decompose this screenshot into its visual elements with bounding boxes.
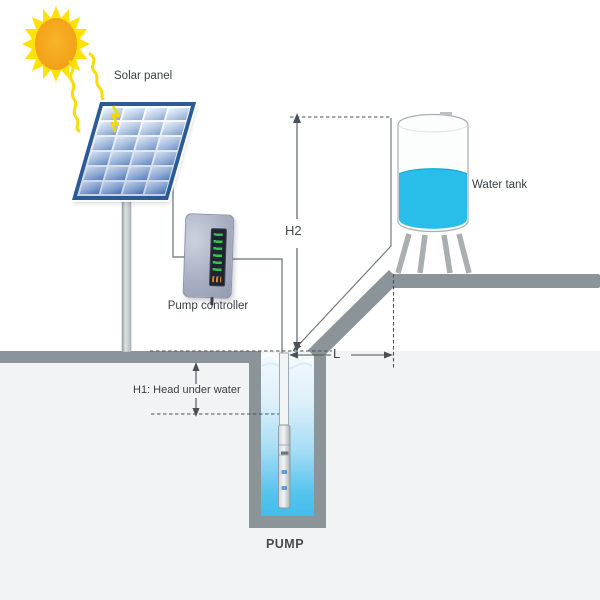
solar-cell <box>161 122 185 136</box>
ground-platform <box>388 274 600 288</box>
tank-inlet <box>440 112 452 115</box>
solar-cell <box>143 107 168 121</box>
solar-cell <box>148 166 173 180</box>
ground-left <box>0 351 261 363</box>
tank-rim <box>398 125 468 133</box>
pump-assembly <box>278 352 291 509</box>
solar-cell <box>100 181 125 195</box>
wire-controller-to-pump <box>232 258 283 353</box>
controller-screen <box>208 228 227 287</box>
solar-cell <box>105 166 129 180</box>
solar-cell <box>79 181 103 195</box>
well-wall-right <box>314 356 326 528</box>
h1-dimension-label: H1: Head under water <box>133 384 241 396</box>
pump-controller <box>182 213 235 306</box>
dimension-arrowheads <box>192 113 393 417</box>
panel-pole <box>121 195 132 353</box>
sun-ray-flick-icon <box>110 105 121 133</box>
tank-water-surface <box>398 168 468 175</box>
solar-cell <box>91 137 116 150</box>
solar-cell <box>109 151 133 165</box>
solar-cell <box>135 137 159 150</box>
solar-cell <box>139 122 164 136</box>
solar-cell <box>152 151 177 165</box>
solar-cell <box>131 151 155 165</box>
solar-cell <box>87 151 112 165</box>
h2-dimension-label: H2 <box>285 223 302 238</box>
tank-water <box>399 168 467 229</box>
solar-cell <box>144 181 168 195</box>
pump-body <box>278 424 291 509</box>
solar-cell <box>122 181 147 195</box>
delivery-pipe <box>292 118 392 352</box>
tank-legs <box>395 233 472 274</box>
solar-cell <box>165 107 190 121</box>
sun-icon <box>22 6 90 82</box>
controller-display-dots <box>212 276 222 283</box>
well-bottom <box>249 516 326 528</box>
water-tank <box>397 112 469 233</box>
solar-cell <box>157 137 181 150</box>
solar-panel-label: Solar panel <box>114 70 173 82</box>
well-wall-left <box>249 351 261 528</box>
l-dimension-label: L <box>333 346 341 361</box>
pump-controller-label: Pump controller <box>167 300 249 312</box>
controller-display-segments <box>212 233 223 274</box>
ground-slope <box>308 270 400 361</box>
solar-cell <box>113 137 138 150</box>
wire-panel-to-controller <box>172 150 186 258</box>
solar-cell <box>126 166 151 180</box>
water-tank-label: Water tank <box>472 179 528 191</box>
dimension-lines <box>150 116 395 415</box>
solar-cell <box>83 166 107 180</box>
riser-pipe <box>279 352 289 426</box>
pump-label: PUMP <box>265 537 305 551</box>
